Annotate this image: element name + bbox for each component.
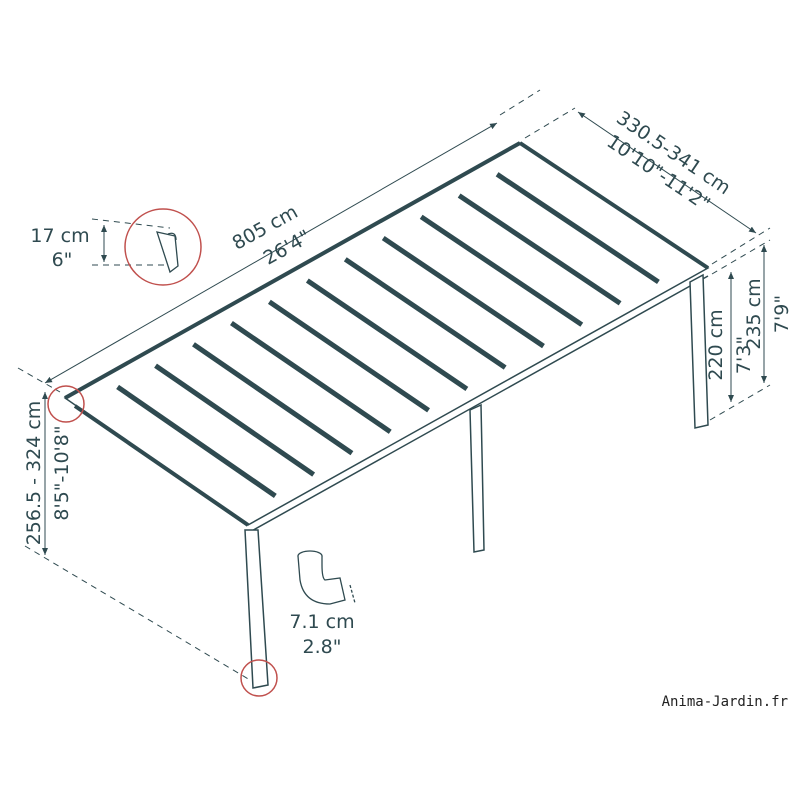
rafter bbox=[116, 384, 277, 499]
watermark: Anima-Jardin.fr bbox=[661, 694, 788, 710]
back-height-high-cm: 235 cm bbox=[743, 278, 765, 349]
roof bbox=[63, 141, 710, 534]
gutter-cm: 17 cm bbox=[30, 225, 89, 247]
downpipe-imperial: 2.8" bbox=[303, 636, 342, 658]
gutter-imperial: 6" bbox=[52, 249, 73, 271]
downpipe-cm: 7.1 cm bbox=[289, 611, 354, 633]
front-height-cm: 256.5 - 324 cm bbox=[23, 401, 45, 546]
rafter bbox=[495, 172, 660, 284]
gutter-profile-icon bbox=[156, 231, 179, 274]
dimension-lines bbox=[17, 89, 771, 681]
rafter bbox=[154, 363, 316, 477]
front-height-imperial: 8'5"-10'8" bbox=[51, 425, 73, 520]
back-height-low-imperial: 7'3" bbox=[733, 336, 755, 374]
downpipe-elbow-icon bbox=[297, 550, 356, 605]
detail-circles bbox=[47, 208, 278, 697]
posts bbox=[244, 273, 709, 689]
back-height-low-cm: 220 cm bbox=[705, 309, 727, 380]
back-height-high-imperial: 7'9" bbox=[771, 295, 793, 333]
